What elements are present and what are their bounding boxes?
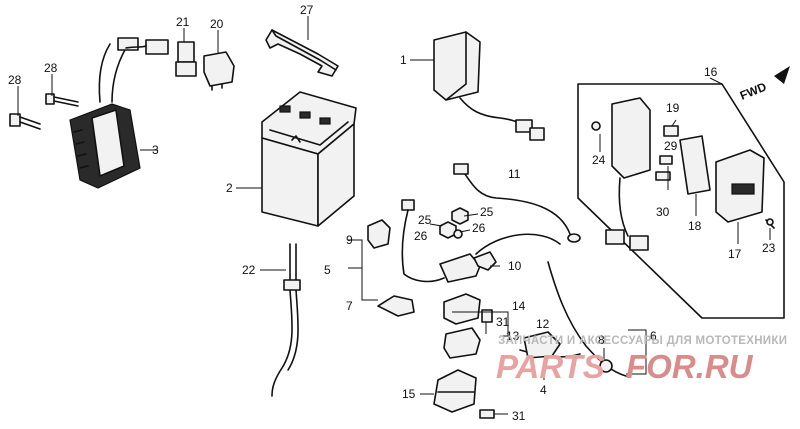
callout-23: 23 <box>762 241 776 255</box>
fwd-label: FWD <box>738 79 769 102</box>
callout-28b: 28 <box>8 73 22 87</box>
callout-15: 15 <box>402 387 416 401</box>
fuse-holder-part <box>175 41 197 77</box>
callout-22: 22 <box>242 263 256 277</box>
callout-25a: 25 <box>418 213 432 227</box>
callout-8: 8 <box>598 333 605 347</box>
positive-cable-part <box>519 261 627 377</box>
callout-12: 12 <box>536 317 550 331</box>
callout-17: 17 <box>728 247 742 261</box>
bolt-part <box>9 93 79 130</box>
battery-band-part <box>265 29 339 77</box>
callout-19: 19 <box>666 101 680 115</box>
callout-6: 6 <box>650 329 657 343</box>
callout-9: 9 <box>346 233 353 247</box>
callout-labels: 1 2 3 4 5 6 7 8 9 10 11 12 13 14 15 16 1… <box>8 3 776 423</box>
nut-bolt-part <box>439 207 469 239</box>
callout-11: 11 <box>508 167 521 181</box>
callout-3: 3 <box>152 143 159 157</box>
battery-part <box>261 91 357 227</box>
breather-tube-part <box>271 243 301 397</box>
callout-26a: 26 <box>414 229 428 243</box>
callout-10: 10 <box>508 259 522 273</box>
callout-1: 1 <box>400 53 407 67</box>
watermark-caption: ЗАПЧАСТИ И АКСЕССУАРЫ ДЛЯ МОТОТЕХНИКИ <box>498 335 787 347</box>
callout-14: 14 <box>512 299 526 313</box>
callout-13: 13 <box>506 329 520 343</box>
fwd-arrow: FWD <box>738 66 790 103</box>
starter-solenoid-part <box>433 369 495 419</box>
callout-31b: 31 <box>512 409 526 423</box>
battery-cable-part <box>453 163 581 243</box>
regulator-rectifier-part <box>69 37 169 189</box>
callout-26b: 26 <box>472 221 486 235</box>
relay-cover-part <box>443 327 481 359</box>
callout-18: 18 <box>688 219 702 233</box>
callout-20: 20 <box>210 17 224 31</box>
callout-28a: 28 <box>44 61 58 75</box>
fuse-box-group <box>577 83 785 319</box>
callout-4: 4 <box>540 383 547 397</box>
terminal-cover-part <box>367 219 391 249</box>
watermark-logo-for: FOR.RU <box>626 348 754 385</box>
starter-relay-part <box>443 293 493 325</box>
control-unit-part <box>433 31 545 141</box>
callout-24: 24 <box>592 153 606 167</box>
callout-29: 29 <box>664 139 678 153</box>
leader-lines <box>17 16 771 415</box>
callout-16: 16 <box>704 65 718 79</box>
callout-7: 7 <box>346 299 353 313</box>
watermark: ЗАПЧАСТИ И АКСЕССУАРЫ ДЛЯ МОТОТЕХНИКИ PA… <box>496 335 787 385</box>
callout-21: 21 <box>176 15 190 29</box>
callout-30: 30 <box>656 205 670 219</box>
callout-25b: 25 <box>480 205 494 219</box>
callout-31a: 31 <box>496 315 510 329</box>
callout-2: 2 <box>226 181 233 195</box>
watermark-logo-parts: PARTS <box>496 348 605 385</box>
callout-5: 5 <box>324 263 331 277</box>
relay-part <box>203 51 235 91</box>
starter-cable-boot-part <box>377 295 415 317</box>
callout-27: 27 <box>300 3 314 17</box>
